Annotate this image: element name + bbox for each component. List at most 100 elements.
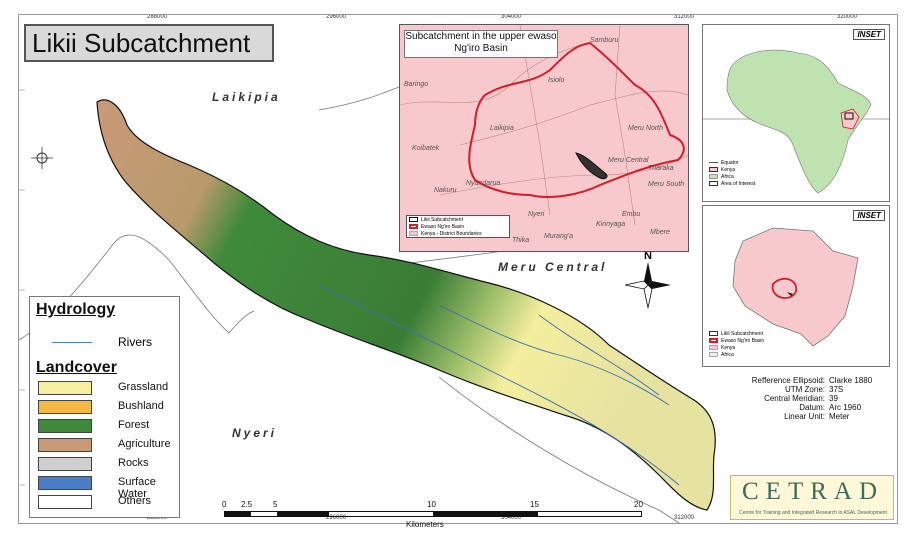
scale-tick: 10	[427, 500, 436, 509]
scale-tick: 20	[634, 500, 643, 509]
africa-legend-item: Kenya	[721, 166, 736, 173]
grid-label-top: 304000	[501, 14, 522, 20]
area-of-interest-box	[844, 112, 854, 120]
cetrad-logo: CETRAD Centre for Training and Integrate…	[730, 475, 894, 520]
projection-row: Datum: Arc 1960	[727, 403, 893, 412]
scale-tick: 15	[530, 500, 539, 509]
district-label: Nakuru	[434, 187, 457, 194]
scale-bar-segment	[225, 512, 251, 516]
projection-row: Linear Unit: Meter	[727, 412, 893, 421]
district-boundary	[19, 234, 255, 341]
basin-inset-legend: Likii Subcatchment Ewaso Ng'iro Basin Ke…	[406, 215, 510, 238]
basin-outline-small	[771, 277, 798, 299]
basin-legend-item: Ewaso Ng'iro Basin	[421, 223, 465, 230]
landcover-label: Forest	[118, 419, 150, 431]
river	[438, 304, 670, 406]
kenya-inset-legend: Likii Subcatchment Ewaso Ng'iro Basin Ke…	[707, 330, 773, 358]
district-label: Kirinyaga	[596, 221, 626, 228]
likii-catchment	[96, 99, 716, 511]
projection-value: 37S	[829, 385, 844, 394]
landcover-swatch	[38, 495, 92, 509]
basin-legend-item: Likii Subcatchment	[421, 216, 463, 223]
kenya-legend-item: Ewaso Ng'iro Basin	[721, 337, 765, 344]
landcover-swatch	[38, 400, 92, 414]
projection-value: 39	[829, 394, 838, 403]
inset-tag: INSET	[853, 29, 885, 40]
projection-key: Linear Unit:	[784, 412, 825, 421]
landcover-swatch	[38, 457, 92, 471]
district-label: Meru North	[628, 125, 664, 132]
district-label: Meru South	[648, 181, 685, 188]
district-label: Tharaka	[648, 165, 674, 172]
map-title: Likii Subcatchment	[24, 24, 274, 62]
landcover-label: Surface Water	[118, 476, 156, 500]
district-label: Murang'a	[544, 233, 573, 240]
river	[318, 284, 680, 486]
basin-legend-item: Kenya - District Boundaries	[421, 230, 482, 237]
africa-legend-item: Equator	[721, 159, 739, 166]
africa-inset-legend: Equator Kenya Africa Area of Interest	[707, 159, 771, 187]
district-label: Nyeri	[528, 211, 545, 218]
grid-label-top: 320000	[837, 14, 858, 20]
landcover-label: Rocks	[118, 457, 149, 469]
grid-label-bottom: 304000	[501, 515, 522, 521]
projection-key: Datum:	[799, 403, 825, 412]
projection-row: Refference Ellipsoid:Clarke 1880	[727, 376, 893, 385]
grid-label-left: 9985000	[19, 461, 20, 484]
grid-label-left: 9995000	[19, 301, 20, 324]
north-arrow-icon	[625, 262, 671, 308]
likii-outline	[575, 152, 608, 180]
landcover-heading: Landcover	[36, 359, 117, 376]
projection-value: Clarke 1880	[829, 376, 873, 385]
landcover-label: Agriculture	[118, 438, 171, 450]
logo-subtitle: Centre for Training and Integrated Resea…	[739, 510, 887, 516]
grid-label-bottom: 296000	[326, 515, 347, 521]
grid-label-left: 10005000	[19, 135, 20, 162]
river-line-swatch	[52, 342, 92, 343]
district-label: Nyandarua	[466, 180, 501, 187]
landcover-label: Others	[118, 495, 152, 507]
inset-kenya-map: INSET Likii Subcatchment Ewaso Ng'iro Ba…	[702, 205, 890, 367]
grid-label-left: 10000000	[19, 217, 20, 244]
landcover-label: Grassland	[118, 381, 169, 393]
scale-tick: 0	[222, 500, 227, 509]
logo-wordmark: CETRAD	[742, 478, 884, 505]
likii-small	[787, 292, 793, 296]
ewaso-basin-outline	[468, 41, 685, 198]
place-label-meru-central: Meru Central	[498, 260, 608, 274]
district-label: Baringo	[404, 81, 429, 88]
district-label: Meru Central	[608, 157, 649, 164]
grid-label-top: 288000	[147, 14, 168, 20]
landcover-label: Bushland	[118, 400, 164, 412]
compass-rose-small-icon	[31, 147, 53, 169]
district-label: Laikipia	[490, 125, 514, 132]
rivers-label: Rivers	[118, 335, 153, 349]
scale-bar	[224, 511, 642, 517]
scale-tick: 2.5	[241, 500, 253, 509]
kenya-legend-item: Kenya	[721, 344, 736, 351]
inset-africa-map: INSET Equator Kenya Africa Area of Inter…	[702, 24, 890, 202]
scale-bar-segment	[433, 512, 538, 516]
grid-label-left: 9990000	[19, 381, 20, 404]
projection-value: Meter	[829, 412, 850, 421]
scale-unit: Kilometers	[406, 520, 444, 529]
district-label: Koibatek	[412, 145, 440, 152]
district-boundary	[438, 376, 680, 523]
landcover-swatch	[38, 419, 92, 433]
district-boundary	[318, 84, 405, 111]
river	[538, 314, 660, 396]
projection-row: Central Meridian: 39	[727, 394, 893, 403]
district-label: Isiolo	[548, 77, 565, 84]
grid-label-left: 10010000	[19, 55, 20, 82]
kenya-map-svg	[732, 227, 859, 347]
district-label: Thika	[512, 237, 530, 244]
grid-label-top: 312000	[674, 14, 695, 20]
projection-value: Arc 1960	[829, 403, 862, 412]
landcover-swatch	[38, 476, 92, 490]
kenya-legend-item: Likii Subcatchment	[721, 330, 763, 337]
place-label-laikipia: Laikipia	[212, 90, 281, 104]
projection-key: Central Meridian:	[764, 394, 825, 403]
